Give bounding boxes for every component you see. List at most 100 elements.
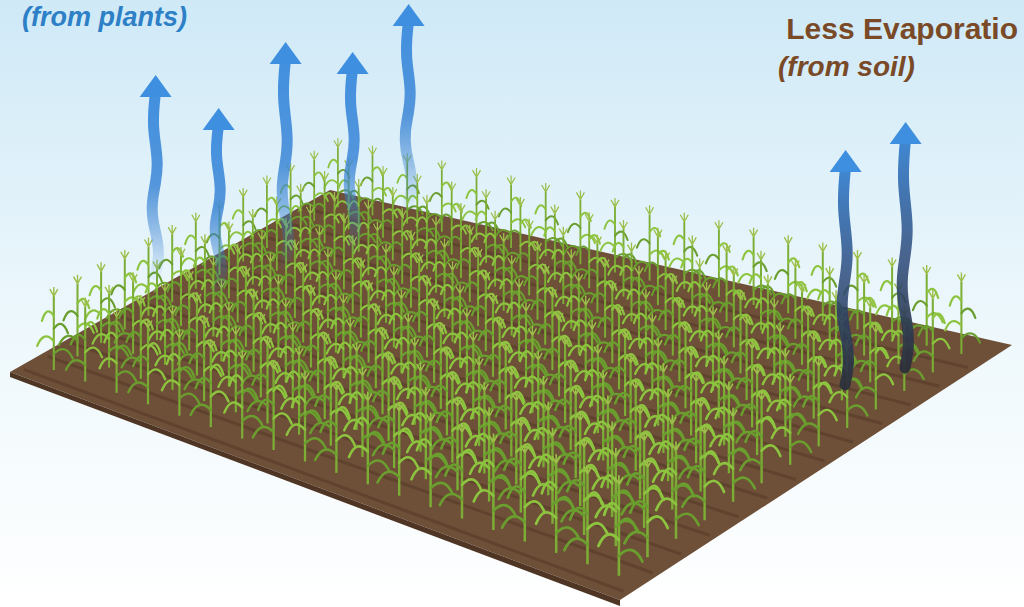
corn-plant — [421, 216, 453, 292]
corn-plant — [533, 428, 575, 524]
corn-plant — [914, 289, 950, 372]
corn-plant — [444, 203, 476, 278]
corn-plant — [529, 402, 570, 496]
corn-plant — [37, 287, 73, 370]
corn-plant — [412, 195, 443, 269]
corn-plant — [798, 357, 837, 446]
corn-plant — [525, 376, 565, 467]
corn-plant — [415, 299, 451, 383]
corn-plant — [66, 298, 102, 382]
corn-plant — [732, 340, 770, 428]
corn-plant — [373, 377, 413, 468]
corn-plant — [253, 360, 292, 450]
vapor-arrow — [393, 4, 425, 205]
corn-plant — [115, 272, 150, 354]
corn-plant — [100, 308, 137, 393]
corn-plant — [616, 243, 650, 322]
corn-plant — [540, 205, 572, 280]
arrow-caption: (from plants) — [22, 3, 187, 33]
corn-plant — [533, 287, 569, 370]
corn-plant — [162, 329, 200, 416]
corn-plant — [128, 319, 165, 405]
corn-plant — [562, 438, 604, 535]
corn-plant — [370, 244, 404, 323]
corn-plant — [499, 417, 540, 512]
corn-plant — [349, 392, 389, 485]
corn-plant — [427, 347, 465, 436]
corn-plant — [556, 249, 590, 328]
corn-plant — [640, 228, 673, 305]
corn-plant — [564, 465, 608, 565]
corn-plant — [287, 371, 326, 462]
corn-plant — [675, 372, 714, 463]
corn-plant — [368, 352, 406, 441]
vapor-arrow — [270, 42, 302, 265]
corn-plant — [531, 183, 562, 256]
corn-plant — [408, 275, 443, 357]
corn-plant — [714, 408, 755, 502]
corn-plant — [682, 425, 724, 521]
corn-plant — [93, 285, 128, 368]
corn-plant — [122, 295, 158, 379]
corn-plant — [512, 219, 544, 296]
corn-plant — [777, 259, 811, 339]
corn-plant — [648, 251, 682, 331]
corn-plant — [856, 323, 893, 409]
corn-plant — [615, 379, 655, 471]
corn-plant — [490, 366, 529, 456]
corn-plant — [709, 243, 743, 322]
corn-plant — [520, 351, 558, 440]
corn-plants — [37, 138, 980, 576]
corn-plant — [564, 190, 595, 264]
corn-plant — [545, 336, 583, 423]
corn-plant — [589, 395, 630, 488]
corn-plant — [456, 332, 494, 419]
vapor-arrow — [140, 75, 172, 275]
corn-plant — [312, 248, 346, 327]
corn-plant — [485, 342, 523, 430]
corn-plant — [502, 444, 545, 542]
corn-plant — [315, 381, 355, 473]
corn-plant — [440, 423, 482, 519]
soil-furrow — [306, 209, 968, 368]
corn-plant — [851, 298, 887, 382]
corn-plant — [156, 305, 192, 390]
corn-plant — [600, 198, 632, 273]
corn-plant — [550, 360, 589, 450]
corn-plant — [633, 205, 665, 280]
soil-edge — [10, 372, 620, 606]
corn-plant — [228, 266, 263, 347]
vapor-arrow — [337, 52, 369, 248]
corn-plant — [740, 391, 780, 484]
corn-plant — [429, 239, 462, 317]
corn-plant — [608, 220, 641, 297]
vapor-arrows — [140, 4, 922, 385]
vapor-arrow — [830, 150, 862, 385]
corn-plant — [496, 256, 530, 336]
corn-plant — [470, 407, 511, 501]
corn-plant — [402, 362, 441, 452]
corn-plant — [653, 415, 694, 510]
corn-plant — [572, 212, 604, 288]
corn-plant — [945, 272, 980, 354]
corn-plant — [185, 316, 222, 402]
corn-plant — [736, 365, 775, 455]
corn-plant — [649, 389, 689, 481]
corn-plant — [610, 354, 649, 443]
corn-plant — [474, 293, 510, 377]
corn-plant — [218, 326, 255, 413]
corn-plant — [357, 146, 386, 216]
corn-plant — [702, 220, 735, 297]
corn-plant — [715, 266, 750, 347]
vapor-arrow — [203, 108, 235, 290]
corn-plant — [472, 189, 503, 263]
corn-plant — [654, 274, 689, 356]
corn-plant — [605, 329, 643, 416]
corn-plant — [598, 475, 642, 576]
arrow-caption: (from soil) — [778, 52, 915, 83]
corn-plant — [357, 304, 393, 389]
corn-plant — [292, 285, 327, 368]
corn-plant — [593, 422, 635, 518]
